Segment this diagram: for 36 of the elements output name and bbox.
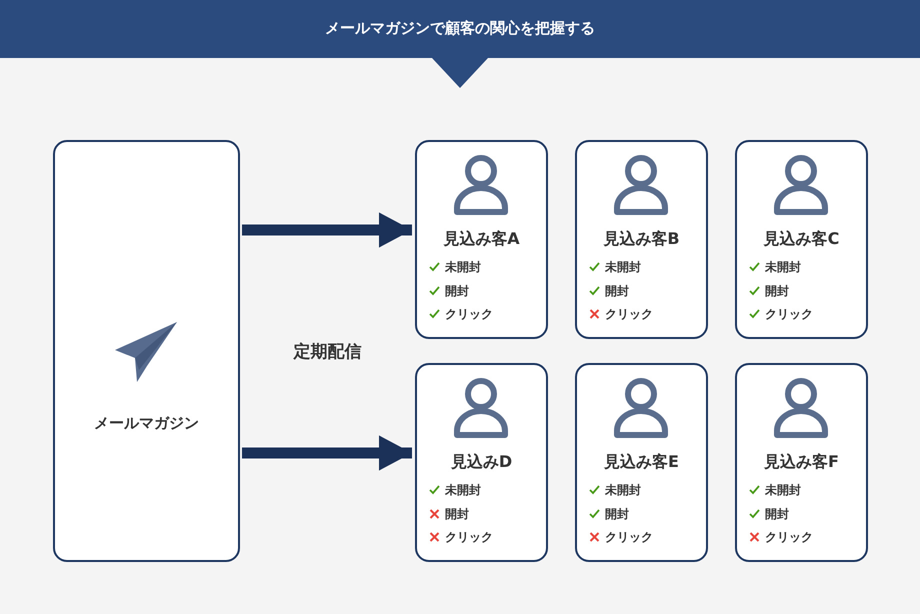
customer-card	[415, 363, 548, 562]
customer-card	[735, 363, 868, 562]
status-item: 開封	[765, 282, 789, 300]
status-item: 開封	[605, 282, 629, 300]
status-item: クリック	[445, 529, 493, 546]
status-item: 開封	[445, 506, 469, 522]
arrow	[242, 212, 412, 248]
customer-name: 見込み客E	[602, 452, 680, 473]
status-item: クリック	[605, 529, 653, 546]
status-item: 未開封	[445, 482, 481, 499]
panel-label: メールマガジン	[93, 414, 200, 433]
status-item: 開封	[445, 282, 469, 300]
status-item: クリック	[765, 529, 813, 546]
status-item: クリック	[605, 306, 653, 323]
title: メールマガジンで顧客の関心を把握する	[324, 19, 596, 38]
customer-name: 見込み客C	[762, 229, 840, 250]
customer-name: 見込み客B	[602, 229, 681, 250]
status-item: 未開封	[765, 259, 801, 276]
customer-card	[735, 140, 868, 339]
customer-card	[415, 140, 548, 339]
status-item: クリック	[765, 306, 813, 323]
flow-label: 定期配信	[292, 341, 362, 363]
customer-name: 見込みD	[450, 452, 514, 473]
status-item: 開封	[605, 506, 629, 522]
customer-name: 見込み客A	[442, 229, 521, 250]
status-item: クリック	[445, 306, 493, 323]
customer-name: 見込み客F	[762, 452, 840, 473]
status-item: 未開封	[605, 482, 641, 499]
status-item: 未開封	[605, 259, 641, 276]
status-item: 未開封	[765, 482, 801, 499]
customer-card	[575, 363, 708, 562]
status-item: 開封	[765, 506, 789, 522]
mail-panel	[53, 140, 240, 562]
status-item: 未開封	[445, 259, 481, 276]
customer-card	[575, 140, 708, 339]
arrow	[242, 435, 412, 471]
